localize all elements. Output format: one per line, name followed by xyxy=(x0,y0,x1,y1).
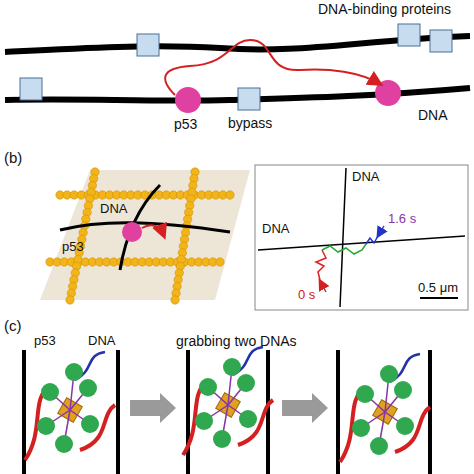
dna-binding-protein xyxy=(398,24,420,46)
dna-strand xyxy=(340,168,346,307)
label: (c) xyxy=(4,318,22,335)
core-domain xyxy=(394,381,412,399)
label: p53 xyxy=(174,117,197,132)
scale-bar xyxy=(420,297,458,299)
lattice-bead xyxy=(171,296,179,304)
step-arrow xyxy=(130,393,176,423)
dna-binding-protein xyxy=(430,30,452,52)
lattice-bead xyxy=(216,258,224,266)
core-domain xyxy=(65,363,83,381)
core-domain xyxy=(195,412,213,430)
core-domain xyxy=(356,385,374,403)
core-domain xyxy=(370,437,388,455)
dna-binding-protein xyxy=(238,88,260,110)
label: bypass xyxy=(228,116,272,131)
lattice-bead xyxy=(226,191,234,199)
label: DNA xyxy=(88,334,115,348)
label: DNA xyxy=(418,108,448,123)
substrate xyxy=(40,170,250,300)
label: (b) xyxy=(4,150,22,167)
core-domain xyxy=(79,379,97,397)
core-domain xyxy=(81,415,99,433)
sliding-path-arrow xyxy=(165,40,380,95)
dna-binding-domain-tail xyxy=(80,405,115,450)
dna-binding-protein xyxy=(20,78,42,100)
step-arrow xyxy=(282,393,328,423)
dna-strand xyxy=(258,236,465,250)
label: DNA xyxy=(100,202,127,216)
p53-protein xyxy=(122,222,142,242)
label: 1.6 s xyxy=(388,212,416,226)
label: p53 xyxy=(62,240,84,254)
core-domain xyxy=(37,417,55,435)
core-domain xyxy=(41,383,59,401)
label: 0 s xyxy=(298,288,315,302)
core-domain xyxy=(352,419,370,437)
trajectory xyxy=(316,250,326,280)
core-domain xyxy=(239,410,257,428)
label: DNA xyxy=(262,222,289,236)
trace-frame xyxy=(255,165,468,310)
core-domain xyxy=(396,417,414,435)
core-domain xyxy=(55,435,73,453)
core-domain xyxy=(380,365,398,383)
dna-binding-domain-tail xyxy=(395,407,430,452)
dna-binding-protein xyxy=(137,34,159,56)
lattice-bead xyxy=(66,296,74,304)
label: DNA xyxy=(352,170,379,184)
label: p53 xyxy=(34,334,56,348)
transfer-arrow xyxy=(142,225,164,236)
dna-strand xyxy=(120,185,160,270)
trajectory xyxy=(322,244,366,254)
trajectory xyxy=(366,236,378,244)
dna-binding-domain-tail xyxy=(238,400,273,445)
core-domain xyxy=(199,378,217,396)
end-marker xyxy=(378,226,384,236)
label: DNA-binding proteins xyxy=(318,2,451,17)
label: grabbing two DNAs xyxy=(176,334,297,349)
p53-protein xyxy=(175,87,201,113)
core-domain xyxy=(213,430,231,448)
core-domain xyxy=(237,374,255,392)
start-marker xyxy=(320,281,326,292)
label: 0.5 μm xyxy=(418,281,458,295)
core-domain xyxy=(223,358,241,376)
